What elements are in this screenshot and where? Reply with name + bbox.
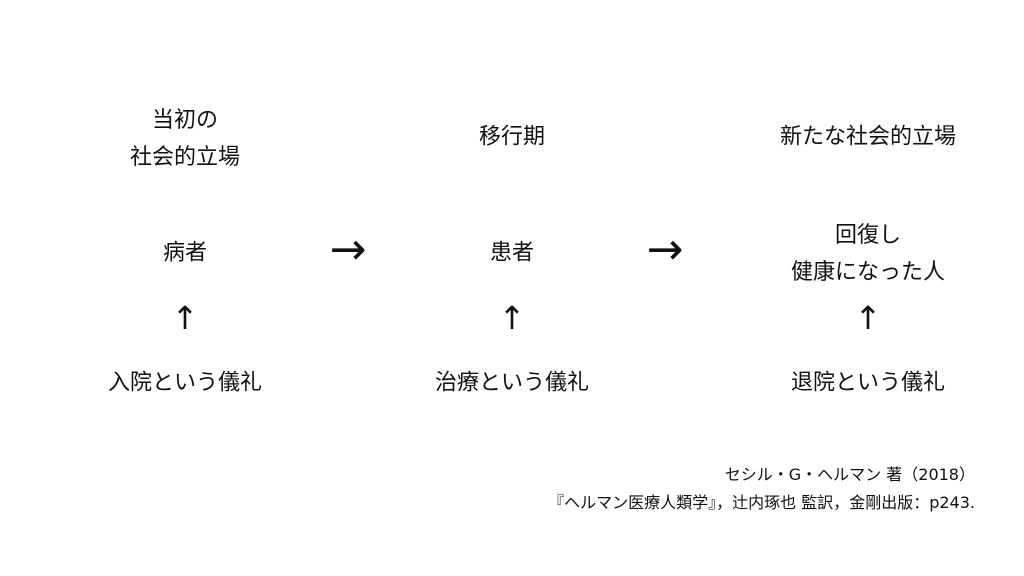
header-col1-line2: 社会的立場 <box>129 145 241 170</box>
ritual-col1: 入院という儀礼 <box>107 370 263 396</box>
header-col1-line1: 当初の <box>151 108 219 133</box>
up-arrow-icon: ↑ <box>171 299 199 337</box>
state-col3-line2: 健康になった人 <box>790 260 946 285</box>
state-col1: 病者 <box>162 240 208 266</box>
ritual-col2: 治療という儀礼 <box>434 370 590 396</box>
right-arrow-icon: → <box>646 224 684 275</box>
state-col3-line1: 回復し <box>834 223 902 248</box>
state-col2: 患者 <box>489 240 535 266</box>
ritual-col3: 退院という儀礼 <box>790 370 946 396</box>
up-arrow-icon: ↑ <box>854 299 882 337</box>
citation-line2: 『ヘルマン医療人類学』，辻内琢也 監訳，金剛出版：p243. <box>548 493 975 512</box>
header-col2: 移行期 <box>478 124 546 150</box>
citation-line1: セシル・G・ヘルマン 著（2018） <box>724 465 975 484</box>
up-arrow-icon: ↑ <box>498 299 526 337</box>
right-arrow-icon: → <box>329 224 367 275</box>
header-col1: 当初の 社会的立場 <box>130 102 240 176</box>
state-col3: 回復し 健康になった人 <box>791 217 945 291</box>
header-col3: 新たな社会的立場 <box>779 124 957 150</box>
